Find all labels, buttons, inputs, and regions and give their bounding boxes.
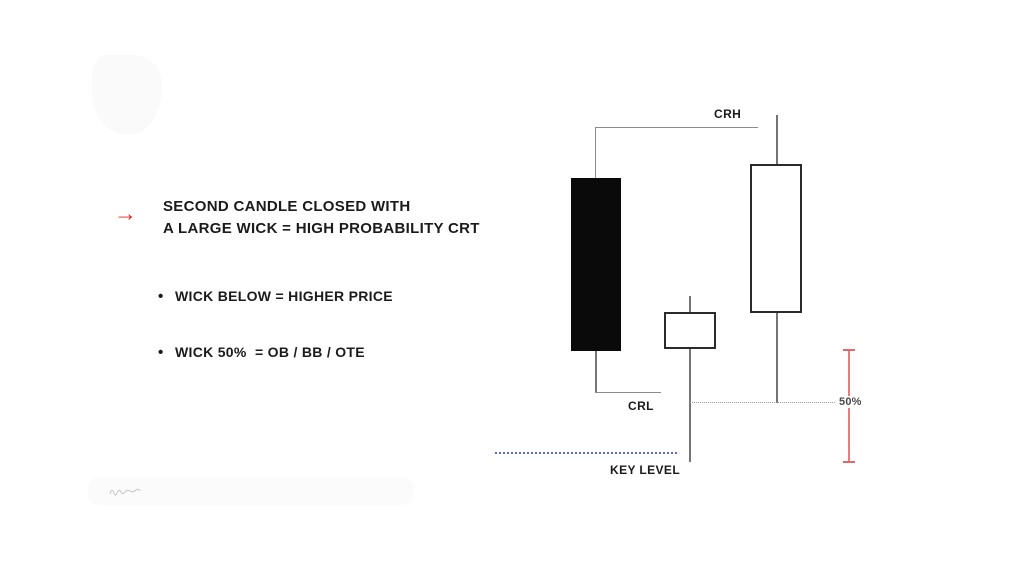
- crh-bracket-horizontal-line: [595, 127, 758, 128]
- bullet-label: WICK BELOW = HIGHER PRICE: [175, 288, 393, 304]
- heading-line-1: SECOND CANDLE CLOSED WITH: [163, 198, 411, 215]
- key-level-line: [495, 452, 677, 454]
- faint-background-blob: [92, 55, 162, 135]
- second-candle-upper-wick: [689, 296, 691, 313]
- range-measure-top-cap: [843, 349, 855, 351]
- heading-line-2: A LARGE WICK = HIGH PROBABILITY CRT: [163, 220, 480, 237]
- crl-label: CRL: [628, 399, 654, 413]
- first-candle-lower-wick: [595, 351, 597, 393]
- crh-label: CRH: [714, 107, 742, 121]
- bullet-wick-below: • WICK BELOW = HIGHER PRICE: [158, 288, 393, 305]
- first-candle-bearish-body: [571, 178, 621, 351]
- bullet-wick-50: • WICK 50% = OB / BB / OTE: [158, 344, 365, 361]
- second-candle-small-body: [664, 312, 716, 349]
- key-level-label: KEY LEVEL: [610, 463, 681, 477]
- faint-background-band: [88, 477, 414, 505]
- handwritten-scribble: [109, 488, 141, 496]
- crl-bracket-horizontal-line: [595, 392, 661, 393]
- crh-bracket-vertical-line: [595, 127, 596, 178]
- bullet-icon: •: [158, 344, 164, 361]
- bullet-icon: •: [158, 288, 164, 305]
- range-measure-bottom-cap: [843, 461, 855, 463]
- heading-text: SECOND CANDLE CLOSED WITH A LARGE WICK =…: [163, 196, 503, 240]
- third-candle-upper-wick: [776, 115, 778, 165]
- bullet-label: WICK 50% = OB / BB / OTE: [175, 344, 365, 360]
- third-candle-lower-wick: [776, 313, 778, 403]
- third-candle-bullish-body: [750, 164, 802, 313]
- second-candle-lower-wick: [689, 349, 691, 462]
- red-arrow-icon: →: [114, 200, 137, 226]
- fifty-percent-dotted-line: [690, 402, 835, 403]
- fifty-percent-label: 50%: [837, 396, 864, 408]
